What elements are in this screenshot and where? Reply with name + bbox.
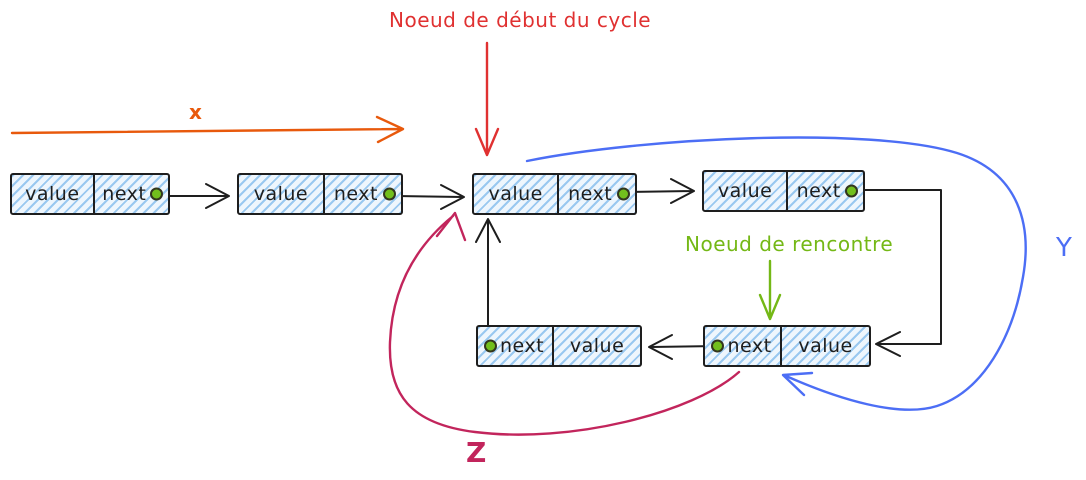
bottom2-value-cell: value bbox=[782, 327, 869, 365]
arrow-bottom1-to-node3 bbox=[475, 218, 501, 342]
list-node-2: value next bbox=[237, 173, 403, 215]
node1-value-label: value bbox=[25, 183, 80, 205]
arrow-node3-to-node4 bbox=[629, 178, 695, 204]
bottom1-value-cell: value bbox=[554, 327, 640, 365]
node1-next-label: next bbox=[102, 183, 147, 205]
node3-next-cell: next bbox=[559, 175, 635, 213]
node4-next-pointer-dot-icon bbox=[845, 184, 858, 198]
meeting-node-annotation: Noeud de rencontre bbox=[685, 232, 894, 256]
node4-value-label: value bbox=[717, 180, 773, 202]
node2-next-pointer-dot-icon bbox=[383, 187, 396, 201]
bottom2-next-cell: next bbox=[705, 327, 783, 365]
arrow-node4-to-bottom2-elbow bbox=[859, 189, 942, 357]
node4-value-cell: value bbox=[704, 172, 789, 210]
distance-y-label: Y bbox=[1056, 233, 1073, 263]
bottom1-next-cell: next bbox=[478, 327, 555, 365]
bottom1-value-label: value bbox=[569, 335, 625, 357]
node1-next-pointer-dot-icon bbox=[150, 187, 163, 201]
list-node-1: value next bbox=[10, 173, 170, 215]
meeting-pointer-arrow bbox=[758, 259, 782, 321]
cycle-start-annotation: Noeud de début du cycle bbox=[389, 8, 652, 32]
node3-next-label: next bbox=[568, 183, 613, 205]
bottom1-next-label: next bbox=[500, 335, 545, 357]
bottom1-next-pointer-dot-icon bbox=[484, 339, 497, 353]
node2-next-label: next bbox=[333, 183, 378, 205]
bottom2-value-label: value bbox=[798, 335, 853, 357]
node1-value-cell: value bbox=[12, 175, 95, 213]
node2-value-cell: value bbox=[239, 175, 325, 213]
list-node-4: value next bbox=[702, 170, 865, 212]
node2-value-label: value bbox=[253, 183, 309, 205]
bottom2-next-pointer-dot-icon bbox=[711, 339, 724, 353]
list-node-bottom-1: next value bbox=[476, 325, 642, 367]
node3-next-pointer-dot-icon bbox=[617, 187, 630, 201]
list-node-bottom-2-meeting: next value bbox=[703, 325, 871, 367]
distance-x-arrow bbox=[10, 115, 405, 144]
node4-next-label: next bbox=[796, 180, 841, 202]
node4-next-cell: next bbox=[788, 172, 863, 210]
node1-next-cell: next bbox=[95, 175, 168, 213]
bottom2-next-label: next bbox=[727, 335, 772, 357]
cycle-start-pointer-arrow bbox=[474, 41, 500, 157]
list-node-3-cycle-start: value next bbox=[472, 173, 637, 215]
node3-value-cell: value bbox=[474, 175, 560, 213]
node3-value-label: value bbox=[488, 183, 543, 205]
arrow-node2-to-node3 bbox=[395, 184, 465, 210]
distance-z-label: Z bbox=[466, 436, 487, 469]
distance-x-label: x bbox=[189, 100, 203, 124]
arrow-node1-to-node2 bbox=[165, 183, 230, 209]
node2-next-cell: next bbox=[325, 175, 401, 213]
